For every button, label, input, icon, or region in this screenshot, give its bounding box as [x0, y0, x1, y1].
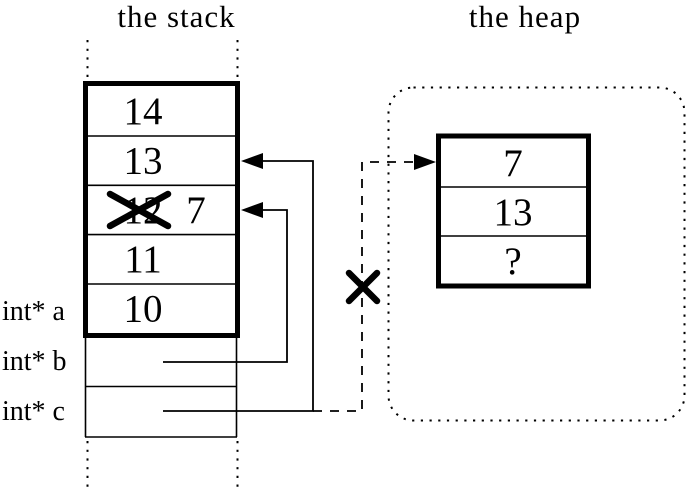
- pointer-b-arrow: [163, 202, 288, 363]
- stack-cell-value: 13: [124, 140, 163, 183]
- stack-cell-value: 11: [124, 238, 162, 281]
- stack-frame-box: [83, 81, 240, 338]
- pointer-label-c: int* c: [2, 396, 65, 427]
- heap-region-dotted-border: [387, 86, 686, 422]
- pointer-label-b: int* b: [2, 346, 67, 377]
- heap-cell-value: 7: [503, 142, 523, 185]
- cross-out-icon-old-value: [106, 190, 172, 230]
- stack-cell-value: 14: [124, 90, 163, 133]
- heap-cell-value: ?: [504, 240, 521, 283]
- stack-cell-value: 10: [124, 288, 163, 331]
- heap-block-box: [436, 133, 591, 289]
- pointer-label-a: int* a: [2, 296, 66, 327]
- cross-out-icon-dangling-pointer: [345, 269, 381, 305]
- arrowhead-right-icon: [414, 154, 436, 170]
- heap-title: the heap: [469, 0, 581, 34]
- heap-cell-value: 13: [494, 191, 533, 234]
- arrowhead-left-icon: [241, 153, 263, 169]
- arrowhead-left-icon: [241, 202, 263, 218]
- stack-title: the stack: [117, 0, 235, 34]
- pointer-c-arrow: [163, 153, 314, 412]
- stack-cell-new-value: 7: [186, 189, 206, 232]
- dangling-heap-pointer-dashed-arrow: [313, 154, 436, 412]
